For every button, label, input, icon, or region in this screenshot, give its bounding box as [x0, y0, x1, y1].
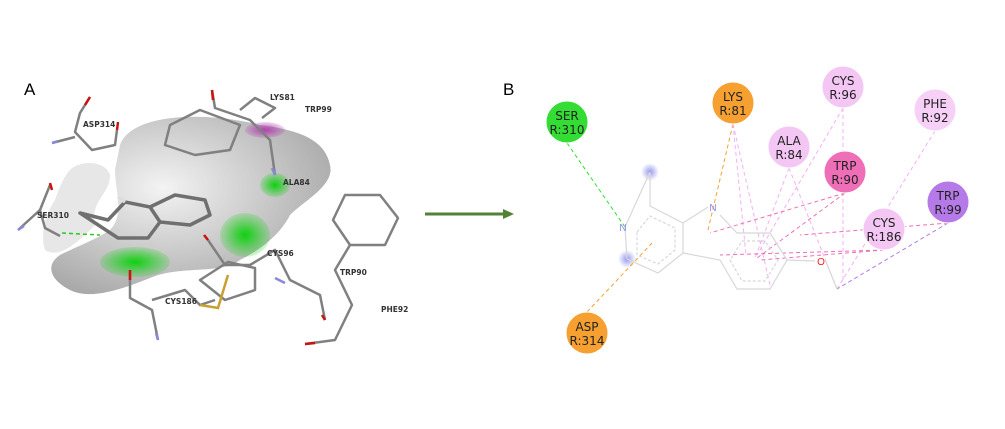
residue-circle — [862, 207, 906, 251]
nitrogen-atoms — [17, 139, 286, 341]
residue-id: R:186 — [867, 230, 902, 244]
residue-id: R:81 — [719, 104, 746, 118]
interaction-line — [756, 192, 846, 259]
arrow — [425, 209, 514, 219]
residue-id: R:92 — [921, 111, 948, 125]
oxygen-atoms — [48, 89, 327, 346]
residue-circle — [926, 180, 970, 224]
interaction-line — [836, 222, 949, 290]
residue-id: R:99 — [934, 203, 961, 217]
interaction-line — [799, 222, 949, 236]
nitrogen-atom-label: N — [619, 223, 626, 234]
hbond-surface-patch — [220, 213, 270, 257]
interaction-line — [732, 123, 771, 286]
interaction-line — [732, 123, 747, 256]
interaction-line — [586, 242, 653, 313]
hbond-surface-patch — [100, 247, 170, 277]
residue-circle — [545, 100, 589, 144]
panel-a-docking-view: LYS81 TRP99 ASP314 ALA84 SER310 CYS96 TR… — [17, 89, 408, 346]
hydrogen-bond-line — [61, 232, 101, 236]
interaction-line — [709, 192, 846, 234]
residue-name: TRP — [833, 159, 857, 173]
residue-name: SER — [555, 109, 579, 123]
residue-sticks — [17, 89, 400, 346]
oxygen-atom-label: O — [817, 257, 825, 268]
interaction-line — [707, 123, 734, 231]
residue-label: LYS81 — [270, 93, 295, 102]
interaction-line — [754, 167, 790, 259]
interaction-lines — [566, 107, 949, 313]
residue-circle — [823, 150, 867, 194]
ligand-sticks — [78, 193, 212, 240]
residue-nodes: SERR:310LYSR:81CYSR:96PHER:92ALAR:84TRPR… — [545, 65, 970, 355]
residue-label: SER310 — [37, 211, 69, 220]
panel-label-b: B — [503, 80, 514, 99]
residue-circle — [565, 311, 609, 355]
residue-circle — [711, 81, 755, 125]
panel-b-interaction-diagram: N N O SERR:310LYSR:81CYSR:96PHER:92ALAR:… — [545, 65, 970, 355]
residue-id: R:96 — [829, 88, 856, 102]
residue-circle — [821, 65, 865, 109]
residue-label: ALA84 — [283, 178, 310, 187]
binding-surface-left — [43, 163, 110, 253]
residue-label: PHE92 — [381, 305, 408, 314]
interaction-line — [756, 107, 844, 256]
residue-label: CYS96 — [267, 249, 294, 258]
residue-name: TRP — [936, 189, 960, 203]
residue-name: CYS — [831, 74, 854, 88]
residue-name: ASP — [575, 320, 598, 334]
residue-labels: LYS81 TRP99 ASP314 ALA84 SER310 CYS96 TR… — [37, 93, 408, 314]
residue-label: ASP314 — [83, 120, 115, 129]
ligand-structure — [624, 171, 838, 290]
nitrogen-atom-label: N — [709, 203, 716, 214]
residue-label: TRP90 — [340, 268, 367, 277]
residue-name: CYS — [872, 216, 895, 230]
residue-label: TRP99 — [305, 105, 332, 114]
residue-circle — [913, 88, 957, 132]
residue-name: LYS — [723, 90, 743, 104]
residue-id: R:310 — [550, 123, 585, 137]
residue-label: CYS186 — [165, 297, 197, 306]
residue-id: R:314 — [570, 334, 605, 348]
residue-id: R:90 — [831, 173, 858, 187]
residue-name: PHE — [923, 97, 947, 111]
interaction-line — [566, 142, 626, 228]
residue-name: ALA — [777, 134, 801, 148]
hbond-surface-patch — [260, 173, 290, 197]
residue-circle — [767, 125, 811, 169]
residue-id: R:84 — [775, 148, 802, 162]
panel-label-a: A — [24, 80, 36, 99]
interaction-line — [719, 249, 885, 256]
disulfide-bond — [199, 274, 230, 310]
